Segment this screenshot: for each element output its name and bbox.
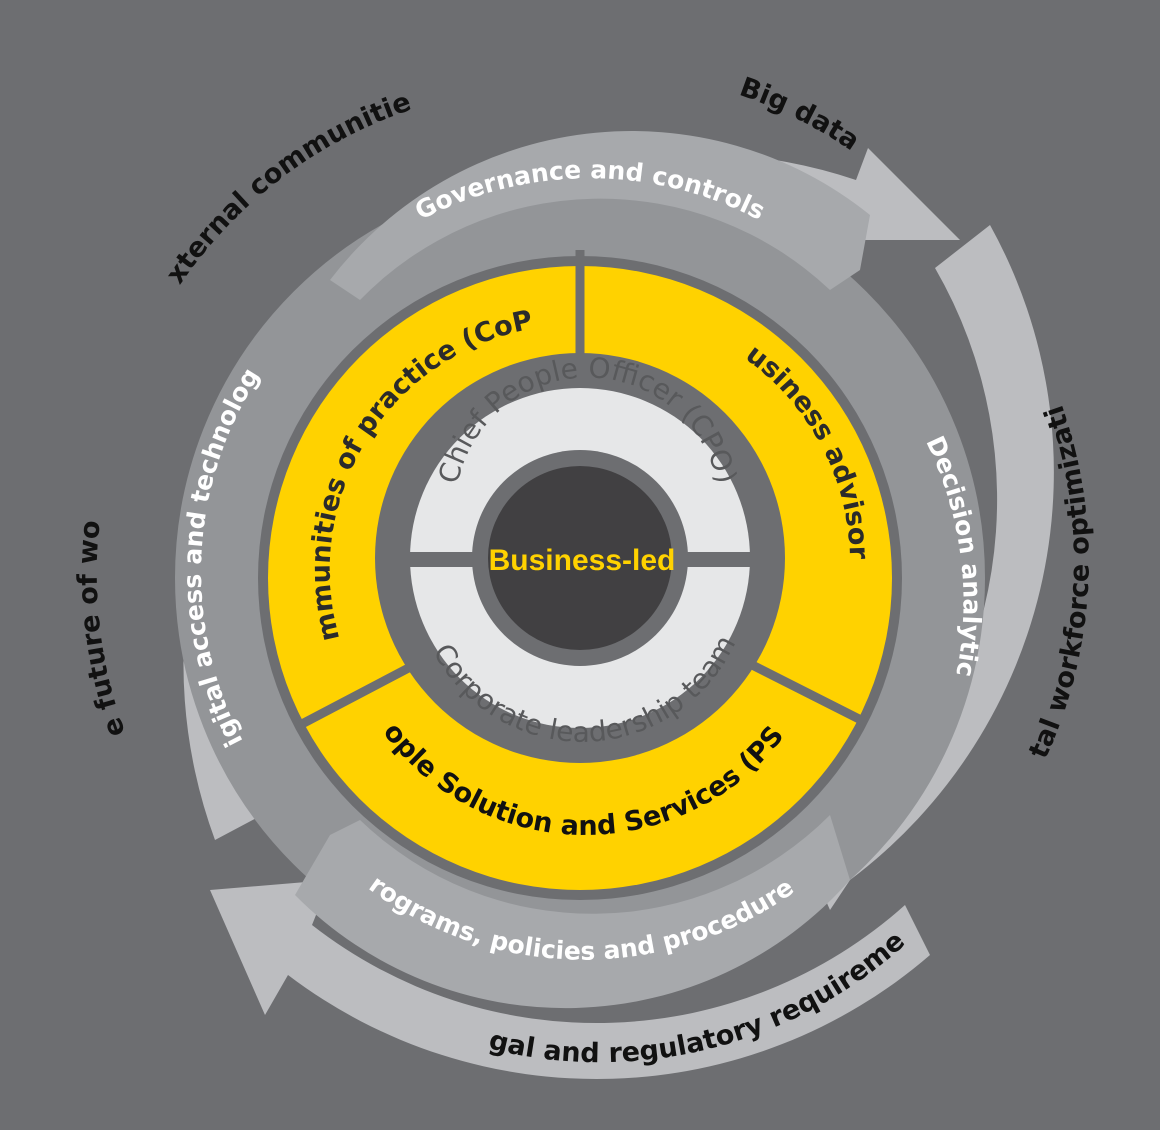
outer-arrow-bottom — [210, 880, 930, 1080]
center-circle — [488, 466, 672, 650]
center-label: Business-led — [489, 544, 676, 577]
middle-arrow-governance — [330, 131, 870, 300]
middle-arrow-programs — [295, 815, 850, 1009]
outer-arrow-right — [808, 225, 1054, 910]
middle-arrows — [295, 131, 870, 1009]
